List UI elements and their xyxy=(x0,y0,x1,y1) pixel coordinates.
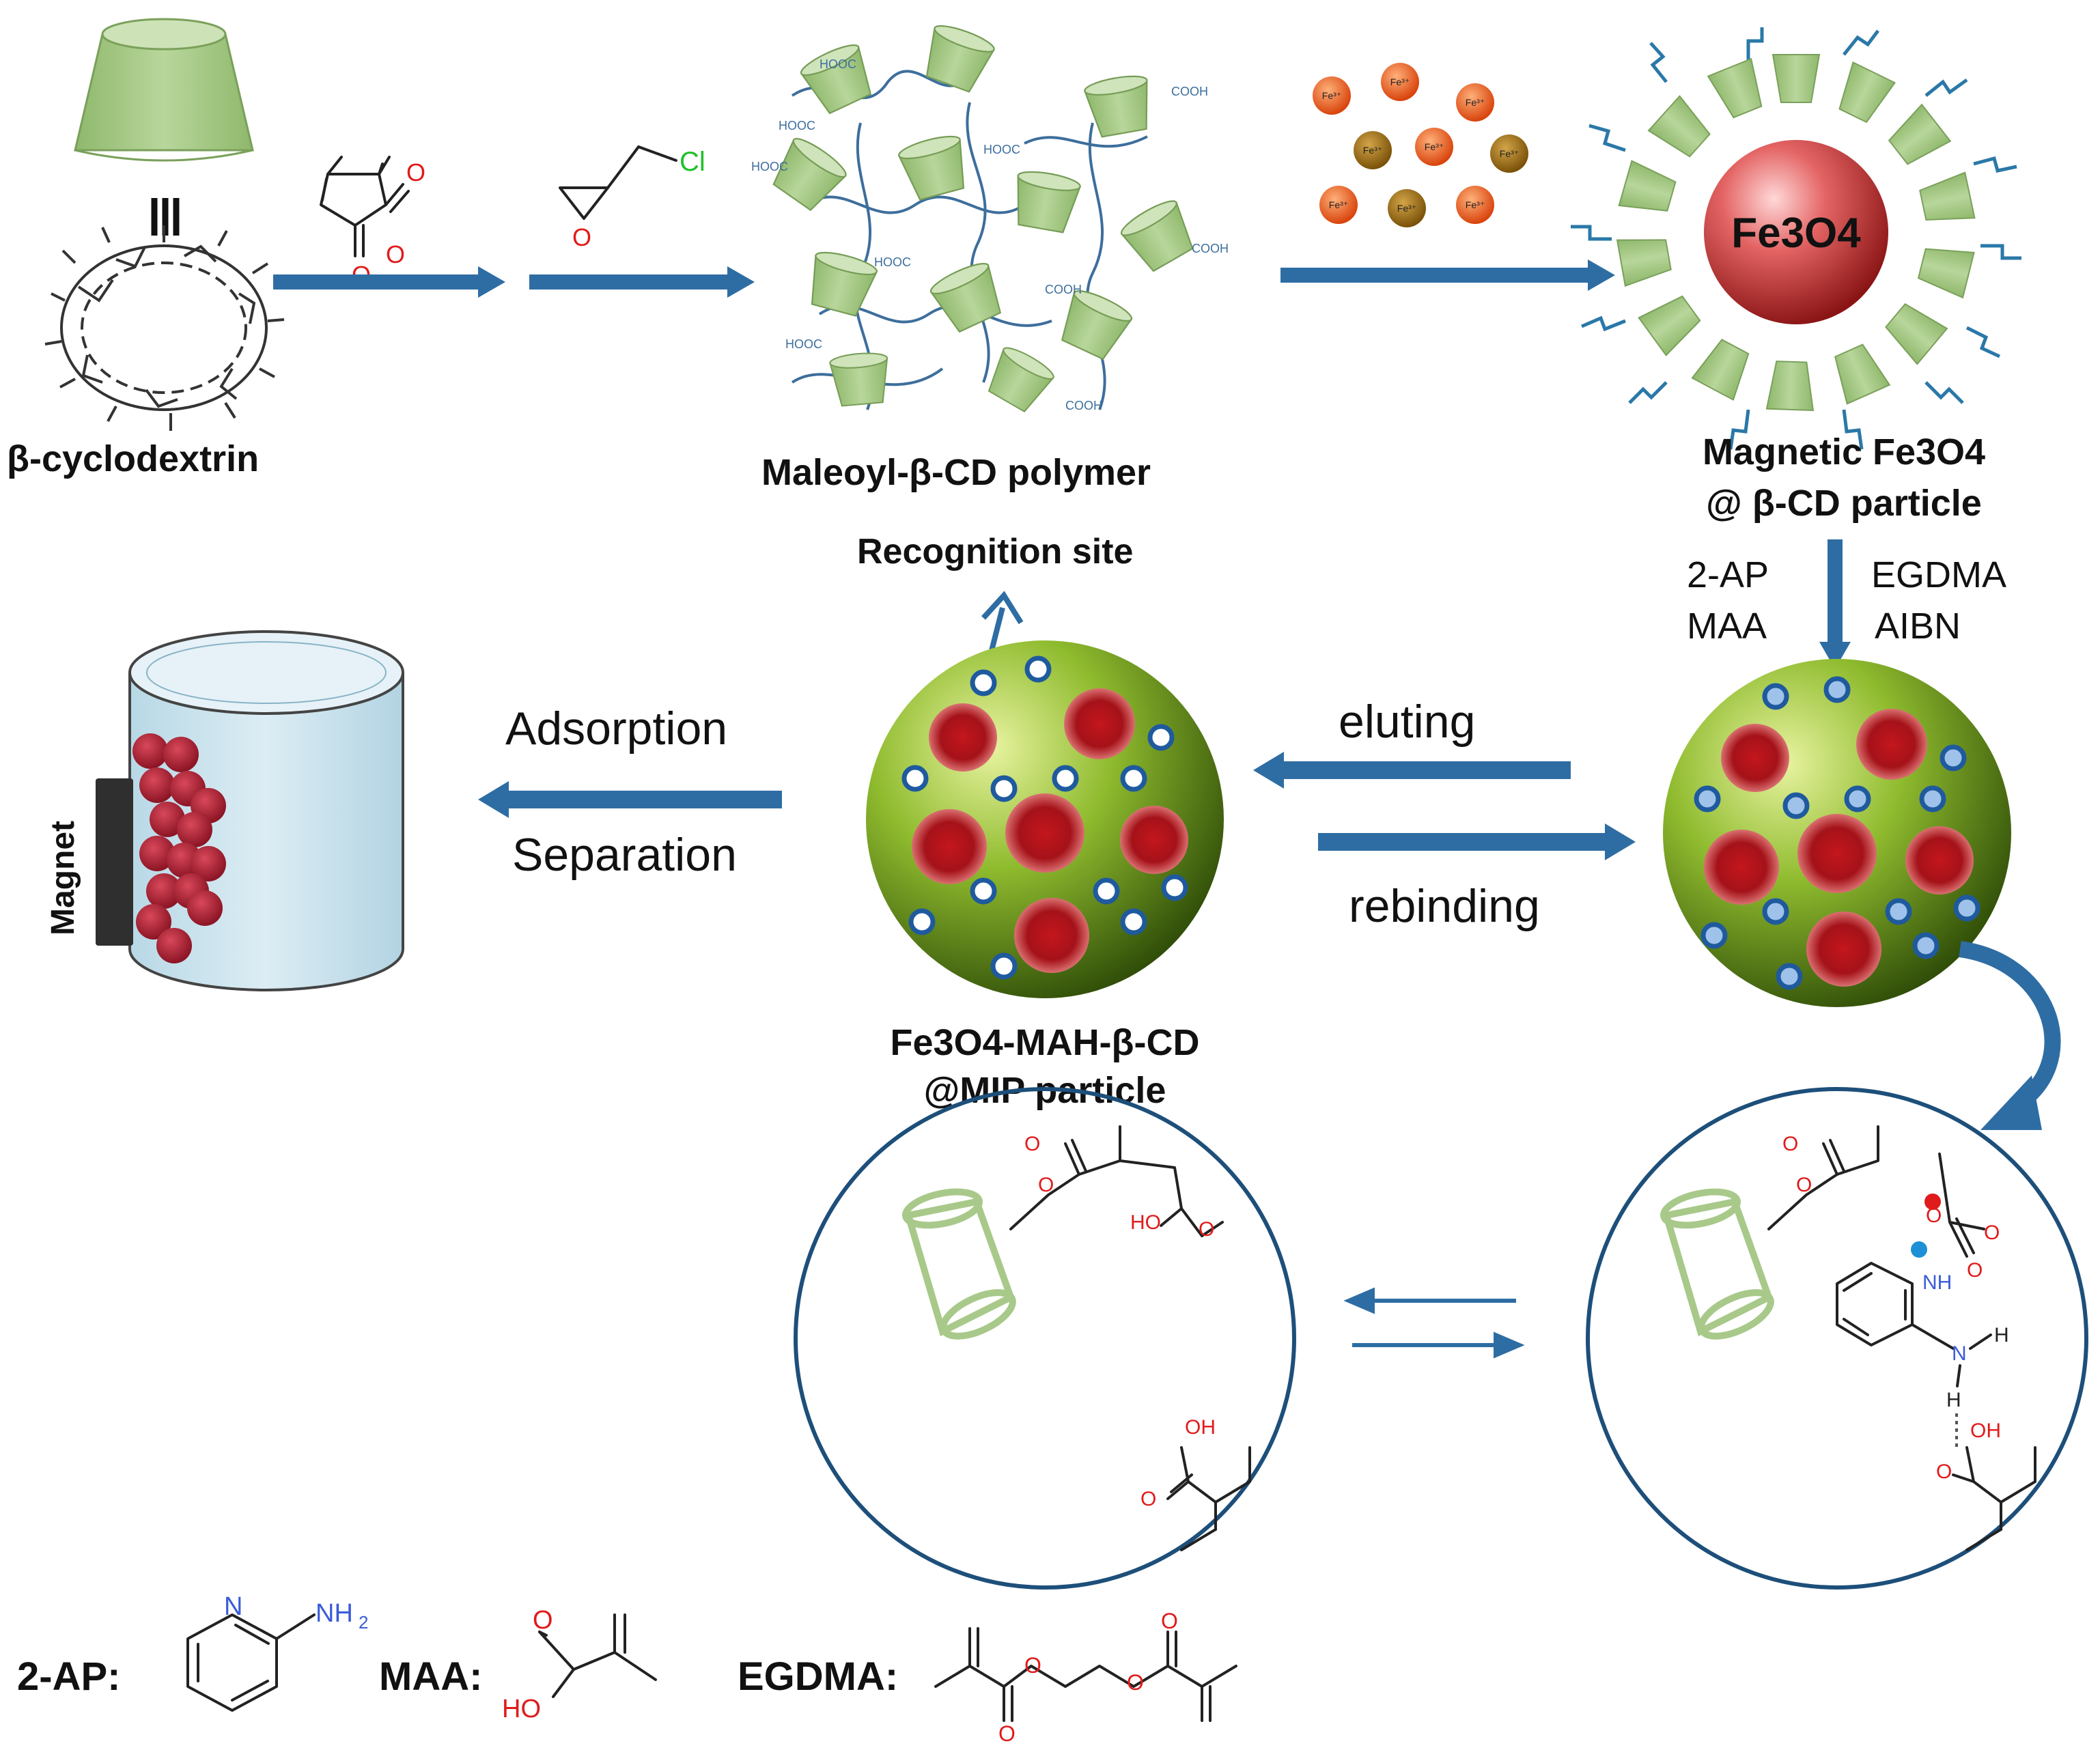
atom-o: O xyxy=(1024,1133,1040,1155)
arrow-down xyxy=(1819,539,1851,669)
group-hooc: HOOC xyxy=(779,119,815,132)
atom-o: O xyxy=(1140,1488,1156,1510)
group-hooc: HOOC xyxy=(751,160,788,173)
atom-o: O xyxy=(386,240,405,268)
reagent-egdma: EGDMA xyxy=(1871,554,2006,595)
group-oh: OH xyxy=(1185,1416,1216,1439)
arrow-3 xyxy=(1280,259,1615,291)
group-cooh: COOH xyxy=(1065,399,1102,412)
recognition-site-label: Recognition site xyxy=(857,532,1133,571)
curved-arrow xyxy=(1959,941,2061,1130)
group-cooh: COOH xyxy=(1045,283,1082,296)
fe3o4-core-label: Fe3O4 xyxy=(1731,210,1861,257)
group-hooc: HOOC xyxy=(820,57,856,71)
magnetic-beads xyxy=(132,733,226,963)
rebinding-label: rebinding xyxy=(1349,880,1540,932)
atom-n: N xyxy=(224,1592,242,1621)
legend-egdma-label: EGDMA: xyxy=(738,1654,898,1699)
reagent-aibn: AIBN xyxy=(1875,606,1961,647)
epichlorohydrin-structure: Cl O xyxy=(559,145,705,251)
arrow-rebinding xyxy=(1318,823,1636,860)
atom-o: O xyxy=(1936,1460,1952,1483)
polymer-label: Maleoyl-β-CD polymer xyxy=(761,452,1151,493)
arrow-1 xyxy=(273,266,505,298)
mip-particle-eluted xyxy=(866,640,1224,998)
atom-o: O xyxy=(1024,1653,1041,1678)
separation-label: Separation xyxy=(512,829,737,881)
mip-particle-bound xyxy=(1663,659,2011,1007)
fe-ion-label: Fe³⁺ xyxy=(1466,97,1485,108)
atom-o: O xyxy=(1038,1174,1054,1196)
magnetic-label-line1: Magnetic Fe3O4 xyxy=(1703,432,1985,472)
atom-o: O xyxy=(1967,1259,1983,1282)
atom-o: O xyxy=(533,1606,553,1635)
group-oh: OH xyxy=(1970,1420,2001,1442)
atom-o: O xyxy=(1796,1174,1812,1196)
maleic-anhydride-structure: O O O xyxy=(320,156,425,289)
reagent-2ap: 2-AP xyxy=(1687,554,1769,595)
reagent-maa: MAA xyxy=(1687,606,1767,647)
atom-o: O xyxy=(1926,1204,1942,1227)
atom-o: O xyxy=(998,1721,1016,1746)
fe-ion-label: Fe³⁺ xyxy=(1500,148,1519,159)
arrow-adsorption xyxy=(478,781,782,818)
beta-cd-label: β-cyclodextrin xyxy=(7,438,259,479)
group-hooc: HOOC xyxy=(983,143,1020,156)
equilibrium-arrows xyxy=(1343,1287,1525,1359)
group-hooc: HOOC xyxy=(874,255,911,269)
fe-ion-label: Fe³⁺ xyxy=(1329,199,1348,210)
fe-ion-label: Fe³⁺ xyxy=(1466,199,1485,210)
group-nh: NH xyxy=(1922,1271,1952,1294)
group-ho: HO xyxy=(502,1695,541,1723)
atom-n: N xyxy=(1952,1342,1967,1365)
atom-o: O xyxy=(1161,1609,1178,1633)
fe-ion-label: Fe³⁺ xyxy=(1363,145,1382,156)
cd-cone-icon xyxy=(74,18,254,162)
arrow-2 xyxy=(529,266,755,298)
atom-o: O xyxy=(406,158,425,186)
legend-maa-label: MAA: xyxy=(379,1654,482,1699)
zoom-circle-bound: O O O O O NH N H H OH O xyxy=(1586,1087,2088,1590)
legend-2ap-structure: N NH 2 xyxy=(186,1592,368,1712)
legend-egdma-structure: O O O O xyxy=(934,1609,1237,1746)
fe-ion-label: Fe³⁺ xyxy=(1397,203,1416,214)
group-ho: HO xyxy=(1130,1211,1161,1234)
mip-label-line1: Fe3O4-MAH-β-CD xyxy=(891,1022,1200,1063)
fe-ion-label: Fe³⁺ xyxy=(1425,141,1444,152)
zoom-circle-eluted: O O HO O OH O xyxy=(794,1087,1296,1590)
atom-h: H xyxy=(1994,1324,2009,1346)
magnetic-particle: Fe3O4 xyxy=(1571,27,2021,450)
atom-o: O xyxy=(1782,1133,1798,1155)
atom-o: O xyxy=(1127,1670,1144,1695)
fe-ion-label: Fe³⁺ xyxy=(1390,76,1410,87)
group-hooc: HOOC xyxy=(785,337,822,351)
adsorption-label: Adsorption xyxy=(505,703,727,754)
legend-maa-structure: O HO xyxy=(502,1606,657,1723)
legend-2ap-label: 2-AP: xyxy=(17,1654,120,1699)
magnet-label: Magnet xyxy=(45,821,81,935)
atom-h: H xyxy=(1946,1389,1961,1411)
atom-o: O xyxy=(1199,1218,1214,1241)
cd-skeletal-ring-icon xyxy=(44,225,285,431)
atom-cl: Cl xyxy=(680,147,705,177)
arrow-eluting xyxy=(1253,752,1571,789)
atom-o: O xyxy=(1984,1222,2000,1244)
maleoyl-cd-polymer-network: HOOC COOH HOOC HOOC HOOC HOOC COOH COOH … xyxy=(751,20,1229,417)
group-cooh: COOH xyxy=(1192,242,1229,255)
atom-o: O xyxy=(572,223,591,251)
fe-ion-cluster: Fe³⁺ Fe³⁺ Fe³⁺ Fe³⁺ Fe³⁺ Fe³⁺ Fe³⁺ Fe³⁺ … xyxy=(1313,63,1528,227)
group-nh2: NH xyxy=(316,1599,353,1628)
eluting-label: eluting xyxy=(1339,696,1475,748)
group-cooh: COOH xyxy=(1171,85,1208,98)
fe-ion-label: Fe³⁺ xyxy=(1322,90,1341,101)
svg-text:2: 2 xyxy=(359,1612,368,1633)
magnet-block xyxy=(96,778,133,946)
magnetic-label-line2: @ β-CD particle xyxy=(1706,483,1982,524)
